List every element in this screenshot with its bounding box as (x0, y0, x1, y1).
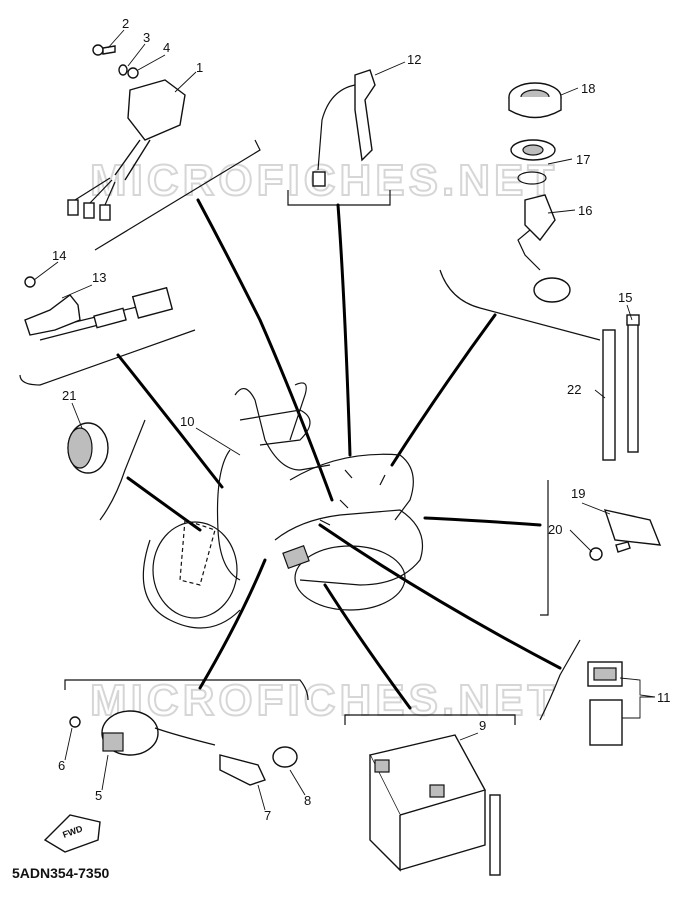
cdi-unit-group (67, 44, 186, 221)
group-brackets (19, 139, 601, 725)
callout-16: 16 (578, 203, 592, 218)
callout-6: 6 (58, 758, 65, 773)
scooter-body (142, 382, 424, 629)
callout-9: 9 (479, 718, 486, 733)
callout-leaders (33, 29, 656, 811)
callout-2: 2 (122, 16, 129, 31)
ignition-coil-group (69, 710, 298, 786)
callout-5: 5 (95, 788, 102, 803)
callout-22: 22 (567, 382, 581, 397)
callout-15: 15 (618, 290, 632, 305)
battery-9 (368, 734, 501, 876)
cable-ties (602, 314, 640, 461)
fuse-11-group (587, 661, 623, 746)
callout-20: 20 (548, 522, 562, 537)
sensor-12 (312, 69, 376, 187)
diagram-code: 5ADN354-7350 (12, 865, 109, 881)
callout-7: 7 (264, 808, 271, 823)
plate-19-group (589, 509, 662, 561)
callout-17: 17 (576, 152, 590, 167)
connector-lines (116, 198, 562, 710)
callout-14: 14 (52, 248, 66, 263)
callout-10: 10 (180, 414, 194, 429)
watermark-bottom: MICROFICHES.NET (90, 676, 558, 725)
cover-21 (67, 422, 109, 474)
relay-13-group (24, 276, 174, 341)
forward-arrow: FWD (43, 814, 101, 853)
callout-1: 1 (196, 60, 203, 75)
callout-21: 21 (62, 388, 76, 403)
callout-13: 13 (92, 270, 106, 285)
fuel-sender-group (508, 82, 571, 303)
callout-8: 8 (304, 793, 311, 808)
callout-4: 4 (163, 40, 170, 55)
callout-3: 3 (143, 30, 150, 45)
callout-19: 19 (571, 486, 585, 501)
callout-18: 18 (581, 81, 595, 96)
callout-11: 11 (657, 690, 671, 705)
callout-12: 12 (407, 52, 421, 67)
callout-numbers: 1 2 3 4 5 6 7 8 9 10 11 12 13 14 15 16 1… (52, 16, 671, 823)
